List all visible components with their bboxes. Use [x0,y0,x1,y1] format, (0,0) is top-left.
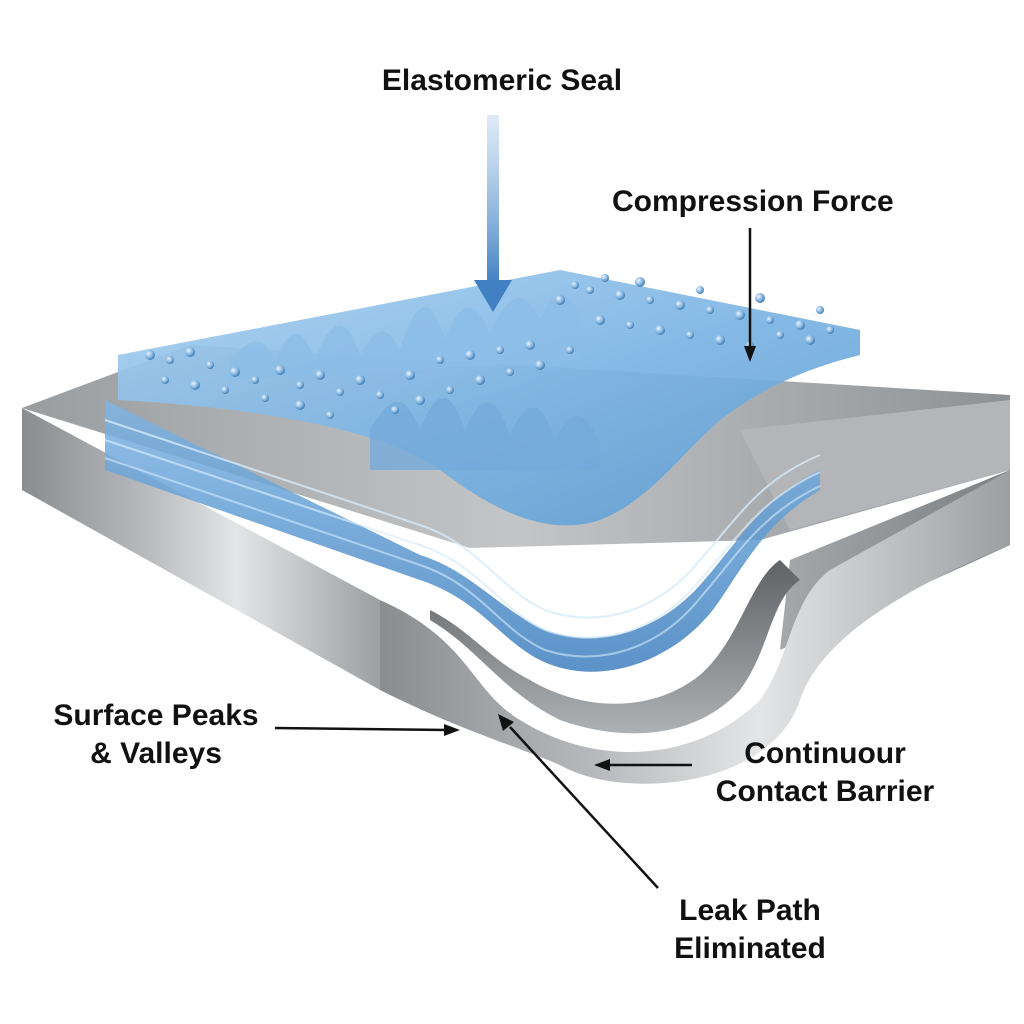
elastomeric-seal-label: Elastomeric Seal [362,62,642,100]
metal-groove-inner [430,560,800,734]
compression-arrow-head [474,280,512,312]
seal-top-surface [118,270,860,526]
seal-beads [145,274,834,419]
leader-lines [274,228,756,889]
surface-peaks-label: Surface Peaks & Valleys [38,697,274,773]
leak-path-line1: Leak Path [679,894,821,927]
surface-peaks-line1: Surface Peaks [53,699,259,732]
contact-barrier-line2: Contact Barrier [715,775,935,808]
surface-peaks-line2: & Valleys [90,737,222,770]
contact-barrier-label: Continuour Contact Barrier [700,735,950,811]
compression-force-label: Compression Force [612,183,894,221]
contact-barrier-line1: Continuour [744,737,906,770]
surface-peaks-leader [274,726,449,732]
leak-path-line2: Eliminated [674,932,826,965]
seal-waves [230,294,580,380]
compression-force-text: Compression Force [612,185,894,218]
compression-arrow-shaft [487,115,499,285]
metal-front-face-left [22,408,380,690]
leak-path-leader [509,726,659,889]
leak-path-label: Leak Path Eliminated [650,892,850,968]
elastomeric-seal-text: Elastomeric Seal [381,64,623,97]
seal-layer-lines [104,419,821,619]
